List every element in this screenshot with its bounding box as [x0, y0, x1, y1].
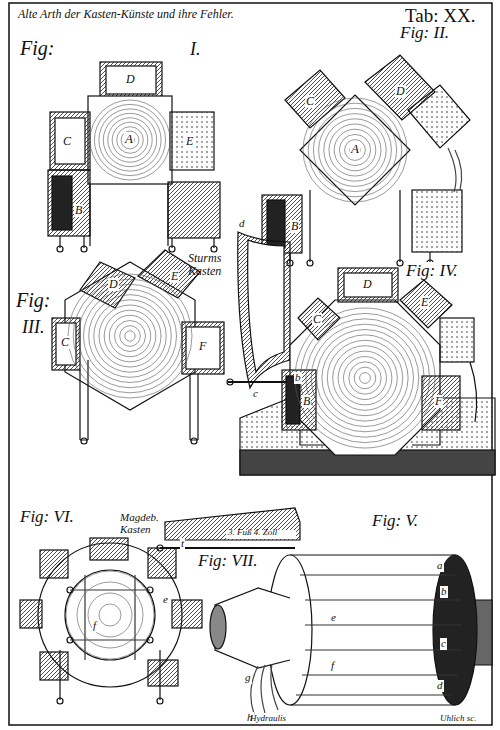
ring	[115, 321, 146, 352]
callout-letter: D	[125, 73, 136, 86]
ring	[112, 122, 148, 158]
figure-label: Fig: VI.	[20, 508, 74, 526]
ring	[317, 330, 414, 427]
ring	[94, 104, 165, 175]
ring	[344, 357, 387, 400]
callout-letter: c	[440, 638, 447, 650]
callout-letter: A	[350, 142, 360, 156]
ring	[339, 134, 370, 165]
callout-letter: c	[252, 388, 259, 400]
ring	[345, 140, 366, 161]
callout-letter: C	[305, 95, 315, 108]
ring	[90, 100, 170, 180]
callout-letter: b	[440, 586, 448, 598]
figure-label: Fig:	[20, 38, 54, 59]
callout-letter: d	[436, 680, 444, 692]
ring	[306, 319, 424, 437]
plate-title: Alte Arth der Kasten-Künste und ihre Feh…	[18, 8, 234, 21]
ring	[125, 331, 135, 341]
figure-label: Fig: II.	[400, 24, 449, 42]
callout-letter: F	[198, 340, 207, 353]
ring	[303, 98, 407, 202]
ring	[94, 300, 166, 372]
figure-label: Fig: IV.	[405, 262, 459, 280]
ring	[108, 118, 152, 162]
callout-letter: C	[312, 313, 322, 326]
ring	[117, 127, 144, 154]
callout-letter: B	[302, 395, 311, 408]
figure-label: III.	[22, 318, 44, 337]
callout-letter: B	[290, 220, 299, 233]
ring	[324, 119, 386, 181]
callout-letter: a	[436, 560, 444, 572]
engraver-note: Hydraulis	[250, 714, 286, 723]
ring	[77, 582, 143, 648]
figure-label: Fig: V.	[372, 512, 418, 530]
ring	[66, 571, 154, 659]
ring	[360, 373, 371, 384]
ring	[300, 313, 429, 442]
ring	[121, 131, 139, 149]
ring	[308, 103, 402, 197]
callout-letter: f	[330, 660, 335, 672]
figure-label: Fig: VII.	[198, 552, 257, 570]
callout-letter: e	[162, 594, 169, 606]
callout-letter: g	[244, 672, 252, 684]
callout-letter: b	[294, 372, 302, 384]
bucket-name: Sturms Kasten	[188, 252, 232, 277]
callout-letter: E	[185, 135, 194, 148]
callout-letter: e	[330, 612, 337, 624]
callout-letter: D	[395, 85, 406, 98]
ring	[354, 367, 376, 389]
callout-letter: d	[238, 218, 246, 230]
ring	[103, 113, 156, 166]
callout-letter: f	[92, 620, 97, 632]
callout-letter: E	[420, 296, 429, 309]
ring	[329, 124, 381, 176]
callout-letter: C	[60, 336, 70, 349]
ring	[295, 308, 435, 448]
bucket-name: Magdeb. Kasten	[120, 512, 164, 535]
ring	[68, 274, 192, 398]
ring	[313, 108, 396, 191]
ring	[84, 290, 177, 383]
ring	[104, 310, 156, 362]
ring	[327, 340, 402, 415]
callout-letter: F	[434, 395, 443, 408]
ring	[120, 326, 141, 347]
ring	[322, 335, 408, 421]
callout-letter: D	[108, 278, 119, 291]
callout-letter: t	[180, 538, 185, 550]
ring	[99, 305, 161, 367]
figure-label: I.	[190, 40, 201, 59]
engraver-signature: Uhlich sc.	[440, 714, 477, 723]
ring	[334, 129, 376, 171]
callout-letter: A	[124, 132, 134, 146]
ring	[78, 284, 181, 387]
ring	[338, 351, 392, 405]
plate-number: Tab: XX.	[405, 6, 475, 26]
ring	[89, 295, 172, 378]
ring	[88, 593, 132, 637]
ring	[99, 109, 161, 171]
ring	[99, 604, 121, 626]
callout-letter: B	[74, 204, 83, 217]
dimension: 3. Fuß 4. Zoll	[228, 528, 277, 537]
callout-letter: D	[362, 278, 373, 291]
figure-label: Fig:	[16, 290, 50, 311]
ring	[73, 279, 187, 393]
ring	[349, 362, 381, 394]
callout-letter: C	[62, 135, 72, 148]
ring	[333, 346, 398, 411]
ring	[319, 114, 392, 187]
ring	[311, 324, 419, 432]
callout-letter: E	[170, 270, 179, 283]
ring	[109, 315, 150, 356]
